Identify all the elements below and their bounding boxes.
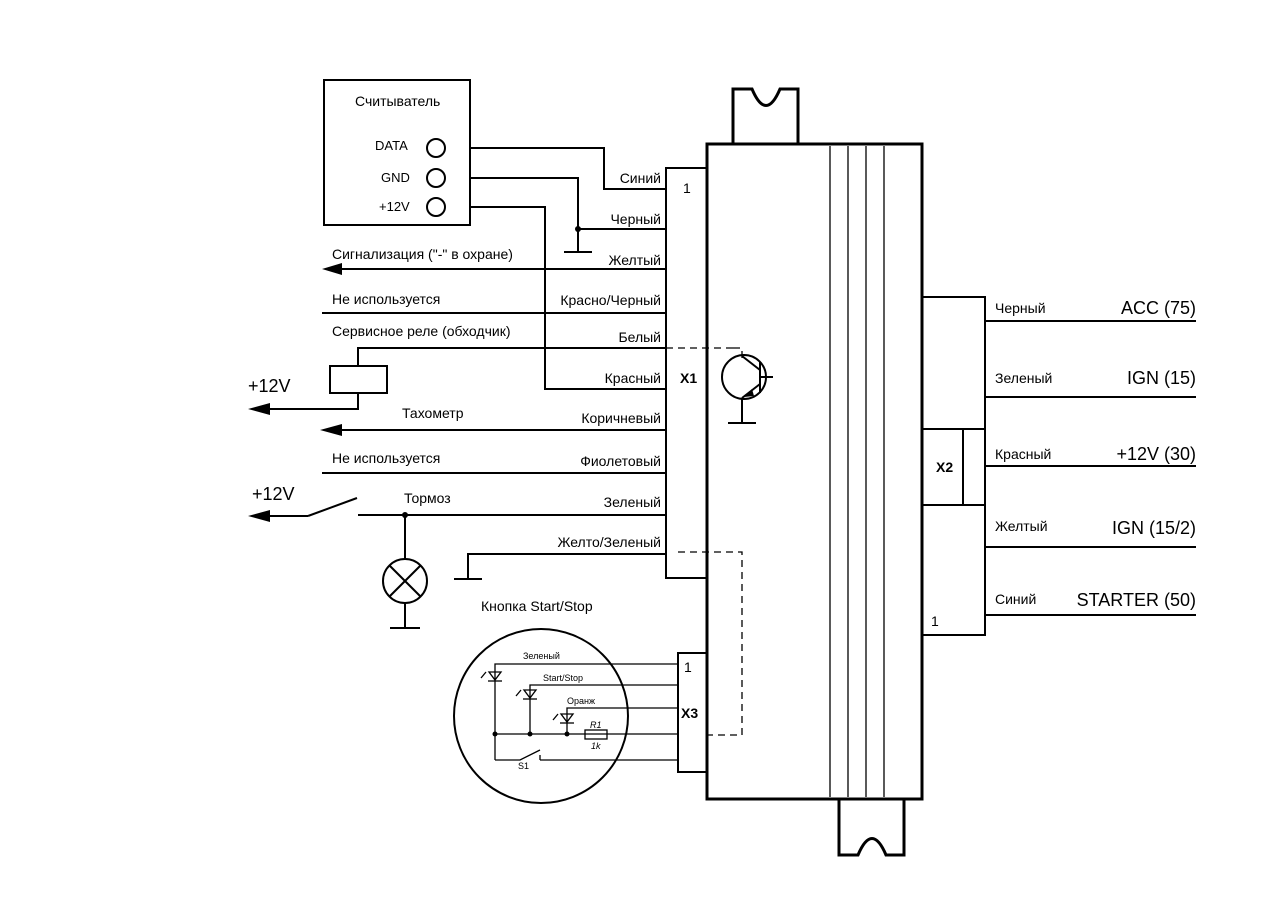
x1-wire-red: Красный — [605, 370, 661, 386]
x2-wire-red: Красный — [995, 446, 1051, 462]
connector-x2: X2 1 — [921, 296, 986, 636]
x1-pin-1: 1 — [683, 180, 691, 196]
x1-wire-green: Зеленый — [604, 494, 661, 510]
button-outline — [453, 628, 629, 804]
x1-label: X1 — [680, 370, 697, 386]
button-title: Кнопка Start/Stop — [481, 598, 593, 614]
x2-pin-1: 1 — [931, 613, 939, 629]
brake-switch — [307, 497, 358, 517]
x1-wire-white: Белый — [618, 329, 661, 345]
signal-starter: STARTER (50) — [1077, 590, 1196, 610]
led-orange-icon — [552, 713, 575, 724]
brake-label: Тормоз — [404, 490, 451, 506]
resistor-label: R1 — [590, 720, 602, 730]
brake-12v-label: +12V — [252, 484, 295, 504]
reader-pin-12v: +12V — [379, 199, 410, 214]
relay-12v-label: +12V — [248, 376, 291, 396]
button-wire-orange: Оранж — [567, 696, 595, 706]
x3-label: X3 — [681, 705, 698, 721]
top-mount-tab — [731, 87, 800, 144]
unused-label-2: Не используется — [332, 450, 440, 466]
tachometer-label: Тахометр — [402, 405, 464, 421]
resistor-r1 — [584, 729, 608, 740]
x2-label: X2 — [936, 459, 953, 475]
alarm-label: Сигнализация ("-" в охране) — [332, 246, 513, 262]
relay-12v-arrow — [248, 403, 270, 415]
reader-box: Считыватель DATA GND +12V — [323, 79, 471, 226]
x1-wire-brown: Коричневый — [581, 410, 661, 426]
x1-wire-yellow-green: Желто/Зеленый — [557, 534, 661, 550]
control-module — [705, 87, 924, 857]
x3-pin-1: 1 — [684, 659, 692, 675]
service-relay-coil — [329, 365, 388, 394]
bottom-mount-tab — [837, 799, 906, 857]
signal-ign: IGN (15) — [1127, 368, 1196, 388]
reader-terminal-data — [426, 138, 446, 158]
x1-wire-yellow: Желтый — [608, 252, 661, 268]
button-wire-start-stop: Start/Stop — [543, 673, 583, 683]
reader-terminal-12v — [426, 197, 446, 217]
led-green-icon — [480, 671, 503, 682]
x2-wire-green: Зеленый — [995, 370, 1052, 386]
transistor-symbol — [666, 347, 773, 424]
unused-label-1: Не используется — [332, 291, 440, 307]
led-start-stop-icon — [515, 689, 538, 700]
x2-wire-blue: Синий — [995, 591, 1036, 607]
resistor-value: 1k — [591, 741, 601, 751]
x1-wire-labels: Синий Черный Желтый Красно/Черный Белый … — [557, 170, 661, 550]
x1-wire-black: Черный — [610, 211, 661, 227]
x1-wire-violet: Фиолетовый — [580, 453, 661, 469]
button-wire-green: Зеленый — [523, 651, 560, 661]
start-stop-button: Кнопка Start/Stop — [453, 598, 678, 804]
brake-12v-arrow — [248, 510, 270, 522]
connector-x1: 1 X1 — [665, 167, 708, 579]
x1-left-wiring: Сигнализация ("-" в охране) Не используе… — [248, 246, 666, 629]
x2-wire-black: Черный — [995, 300, 1046, 316]
switch-s1 — [495, 749, 541, 761]
alarm-arrow — [322, 263, 342, 275]
reader-pin-gnd: GND — [381, 170, 410, 185]
signal-acc: ACC (75) — [1121, 298, 1196, 318]
x2-wiring: Черный Зеленый Красный Желтый Синий ACC … — [985, 298, 1196, 616]
switch-label: S1 — [518, 761, 529, 771]
reader-title: Считыватель — [355, 93, 440, 109]
signal-ign-15-2: IGN (15/2) — [1112, 518, 1196, 538]
x1-wire-blue: Синий — [620, 170, 661, 186]
reader-terminal-gnd — [426, 168, 446, 188]
connector-x3: 1 X3 — [677, 551, 743, 773]
reader-wiring — [470, 147, 666, 390]
x1-wire-red-black: Красно/Черный — [560, 292, 661, 308]
service-relay-label: Сервисное реле (обходчик) — [332, 323, 510, 339]
tachometer-arrow — [320, 424, 342, 436]
x2-wire-yellow: Желтый — [995, 518, 1048, 534]
reader-pin-data: DATA — [375, 138, 408, 153]
signal-12v: +12V (30) — [1116, 444, 1196, 464]
